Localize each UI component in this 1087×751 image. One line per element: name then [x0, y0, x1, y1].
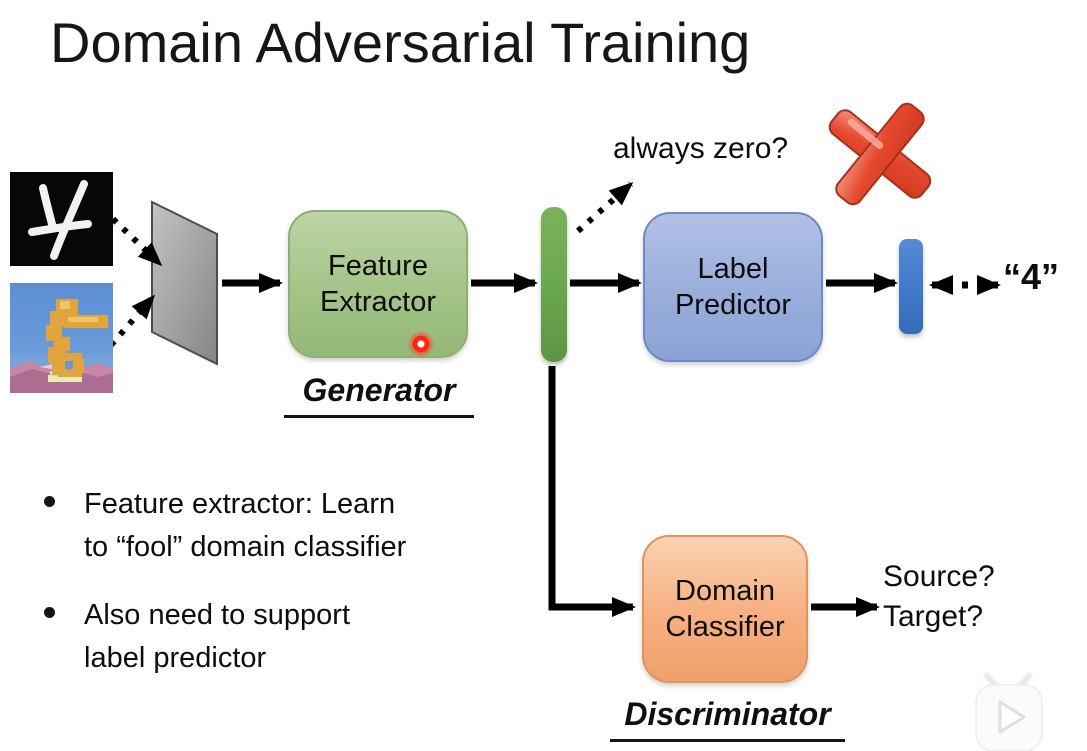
- laser-pointer-dot: [408, 331, 434, 357]
- play-triangle-icon: [998, 700, 1026, 734]
- digit-4-glyph: [28, 180, 92, 260]
- domain-question-text: Source? Target?: [883, 560, 995, 633]
- bullet-dot: [44, 606, 55, 618]
- bullet-item: Feature extractor: Learn to “fool” domai…: [42, 483, 522, 569]
- colored-digit-glyph: [10, 299, 113, 393]
- generator-label: Generator: [284, 372, 474, 418]
- bullet-text: Also need to support label predictor: [84, 598, 351, 674]
- target-digit-image: [10, 283, 113, 393]
- red-cross-icon: [828, 102, 932, 206]
- domain-classifier-label: Domain Classifier: [665, 574, 785, 643]
- output-vector-bar: [899, 239, 923, 334]
- label-predictor-box: Label Predictor: [643, 212, 823, 362]
- feature-vector-bar: [541, 207, 567, 362]
- arrow-target-to-plane: [108, 294, 156, 347]
- bullet-item: Also need to support label predictor: [42, 594, 522, 680]
- arrow-source-to-plane: [110, 216, 163, 267]
- discriminator-label: Discriminator: [610, 696, 845, 742]
- source-digit-image: [10, 172, 113, 266]
- domain-classifier-box: Domain Classifier: [642, 535, 808, 683]
- label-predictor-label: Label Predictor: [674, 252, 792, 321]
- feature-extractor-label: Feature Extractor: [319, 249, 437, 318]
- arrow-feature-to-classifier: [548, 366, 636, 617]
- video-play-icon[interactable]: [974, 672, 1066, 751]
- arrow-feature-to-alwayszero: [576, 181, 634, 234]
- digit-loop-hole: [65, 361, 73, 369]
- bullet-text: Feature extractor: Learn to “fool” domai…: [84, 488, 407, 563]
- bullet-dot: [44, 496, 55, 507]
- bullet-list: Feature extractor: Learn to “fool” domai…: [42, 483, 522, 705]
- input-plane: [151, 200, 218, 366]
- always-zero-text: always zero?: [613, 132, 789, 165]
- prediction-text: “4”: [1003, 256, 1060, 297]
- slide-title: Domain Adversarial Training: [50, 11, 751, 74]
- feature-extractor-box: Feature Extractor: [288, 210, 468, 358]
